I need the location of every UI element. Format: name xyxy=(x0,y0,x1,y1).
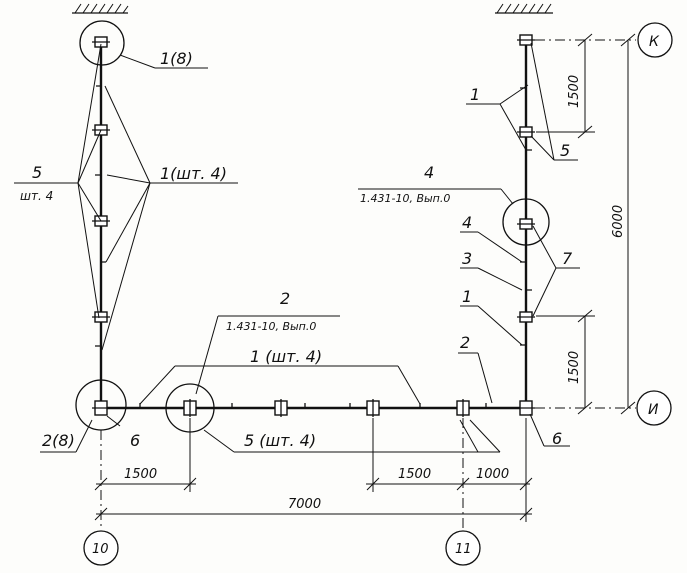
label-right-item-4-ref: 1.431-10, Вып.0 xyxy=(360,192,450,205)
dim-right-overall: 6000 xyxy=(611,205,626,238)
dim-bottom-left: 1500 xyxy=(124,467,157,482)
ceiling-hatch-right xyxy=(495,3,553,14)
dimension-lines xyxy=(94,33,636,522)
dimension-text: 1500 6000 1500 1500 1500 1000 7000 xyxy=(124,75,626,512)
label-right-item-3: 3 xyxy=(462,249,472,268)
label-right-item-2: 2 xyxy=(460,333,470,352)
ceiling-hatch-left xyxy=(72,3,129,14)
label-right-item-4b: 4 xyxy=(462,213,472,232)
dim-bottom-right: 1000 xyxy=(476,467,509,482)
leader-lines xyxy=(14,42,580,453)
label-bottom-item-5: 5 (шт. 4) xyxy=(244,431,316,450)
label-right-item-4: 4 xyxy=(424,163,434,182)
axis-label-k: К xyxy=(649,34,660,50)
support-markers xyxy=(92,34,535,417)
axis-bubble-i xyxy=(636,390,672,426)
label-bottom-item-2-ref: 1.431-10, Вып.0 xyxy=(226,320,316,333)
dim-right-upper: 1500 xyxy=(567,75,582,108)
dim-total: 7000 xyxy=(288,497,321,512)
text-labels: 1(8) 5 шт. 4 1(шт. 4) 1 5 4 1.431-10, Вы… xyxy=(20,49,573,450)
label-right-item-1b: 1 xyxy=(462,287,472,306)
label-right-item-6: 6 xyxy=(552,429,562,448)
label-right-item-7: 7 xyxy=(562,249,573,268)
axis-label-11: 11 xyxy=(455,542,472,557)
label-top-left-item: 1(8) xyxy=(160,49,193,68)
axis-lines xyxy=(100,39,636,528)
axis-label-10: 10 xyxy=(92,542,109,557)
axis-label-i: И xyxy=(648,402,659,418)
axis-bubble-10 xyxy=(83,530,119,566)
axis-bubble-k xyxy=(637,22,673,58)
label-left-bracket-1: 1(шт. 4) xyxy=(160,164,227,183)
label-bottom-bracket-1: 1 (шт. 4) xyxy=(250,347,322,366)
axis-labels: К И 10 11 xyxy=(92,34,660,557)
label-left-item-2: 2(8) xyxy=(42,431,75,450)
label-bottom-item-2: 2 xyxy=(280,289,290,308)
axis-bubbles xyxy=(83,22,673,566)
label-left-item-5-qty: шт. 4 xyxy=(20,189,53,203)
label-left-item-6: 6 xyxy=(130,431,140,450)
dim-right-lower: 1500 xyxy=(567,351,582,384)
label-right-top-5: 5 xyxy=(560,141,570,160)
dim-bottom-mid: 1500 xyxy=(398,467,431,482)
axis-bubble-11 xyxy=(445,530,481,566)
label-left-item-5: 5 xyxy=(32,163,42,182)
label-right-top-1: 1 xyxy=(470,85,480,104)
detail-circles xyxy=(75,20,550,433)
